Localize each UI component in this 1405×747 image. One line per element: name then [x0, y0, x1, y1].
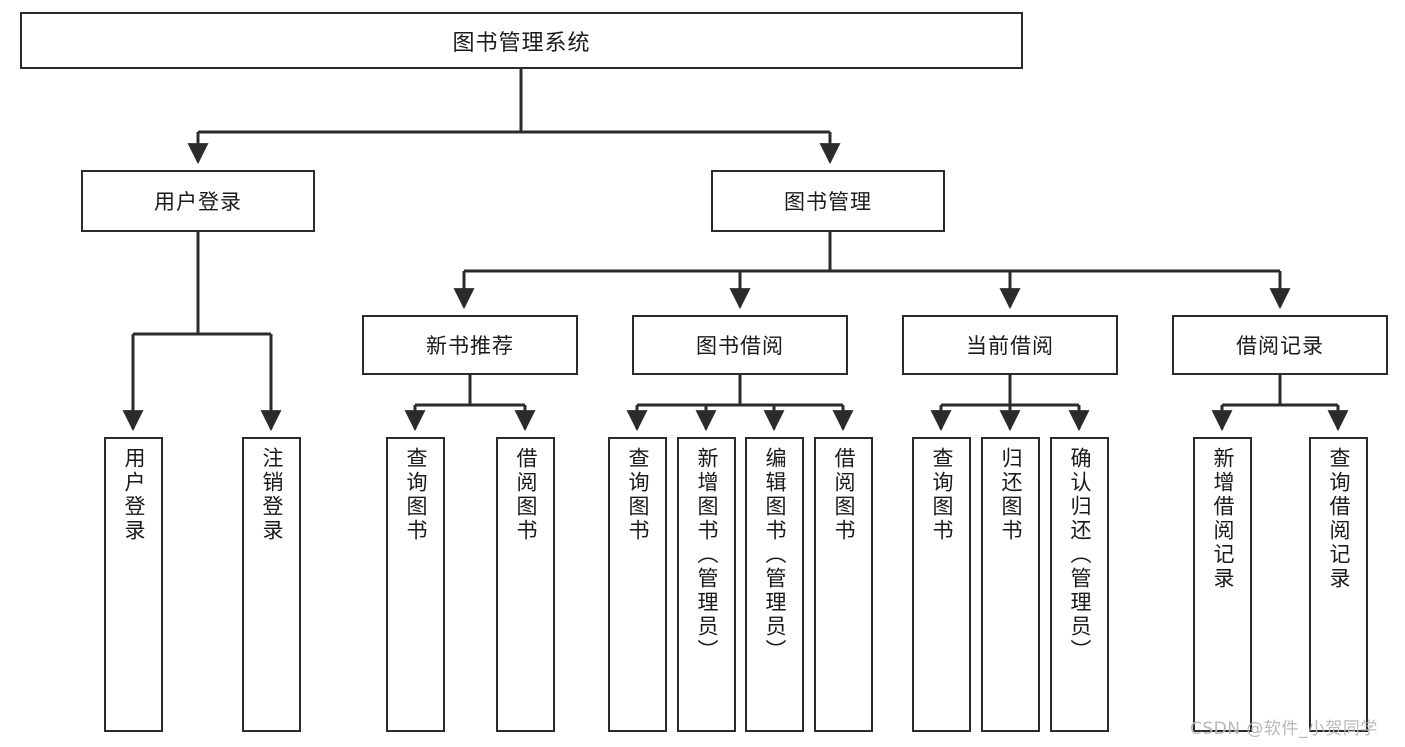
node-leaf-borrow-book-2-label: 借阅图书: [832, 447, 856, 543]
node-book-borrow[interactable]: 图书借阅: [632, 315, 848, 375]
node-new-book-recommend-label: 新书推荐: [426, 334, 514, 358]
node-leaf-query-record-label: 查询借阅记录: [1327, 447, 1351, 591]
node-leaf-borrow-book-2[interactable]: 借阅图书: [814, 437, 873, 732]
node-book-manage-label: 图书管理: [784, 190, 872, 214]
node-leaf-user-logout-label: 注销登录: [260, 447, 284, 543]
node-current-borrow[interactable]: 当前借阅: [902, 315, 1118, 375]
node-leaf-query-book-1[interactable]: 查询图书: [386, 437, 445, 732]
node-leaf-borrow-book-1-label: 借阅图书: [514, 447, 538, 543]
node-leaf-query-book-2-label: 查询图书: [626, 447, 650, 543]
node-leaf-user-login-label: 用户登录: [122, 447, 146, 543]
node-user-login[interactable]: 用户登录: [81, 170, 315, 232]
node-user-login-label: 用户登录: [154, 190, 242, 214]
node-borrow-record[interactable]: 借阅记录: [1172, 315, 1388, 375]
node-leaf-confirm-return-label: 确认归还（管理员）: [1068, 447, 1092, 663]
node-leaf-add-record-label: 新增借阅记录: [1211, 447, 1235, 591]
node-leaf-user-logout[interactable]: 注销登录: [242, 437, 301, 732]
node-leaf-query-book-3[interactable]: 查询图书: [912, 437, 971, 732]
node-leaf-user-login[interactable]: 用户登录: [104, 437, 163, 732]
node-leaf-edit-book-label: 编辑图书（管理员）: [763, 447, 787, 663]
node-leaf-query-book-2[interactable]: 查询图书: [608, 437, 667, 732]
node-current-borrow-label: 当前借阅: [966, 334, 1054, 358]
node-leaf-edit-book[interactable]: 编辑图书（管理员）: [745, 437, 804, 732]
node-leaf-add-book-label: 新增图书（管理员）: [695, 447, 719, 663]
node-leaf-return-book[interactable]: 归还图书: [981, 437, 1040, 732]
node-new-book-recommend[interactable]: 新书推荐: [362, 315, 578, 375]
node-book-manage[interactable]: 图书管理: [711, 170, 945, 232]
node-leaf-return-book-label: 归还图书: [999, 447, 1023, 543]
node-leaf-borrow-book-1[interactable]: 借阅图书: [496, 437, 555, 732]
node-root[interactable]: 图书管理系统: [20, 12, 1023, 69]
watermark-text: CSDN @软件_小贺同学: [1190, 719, 1378, 739]
node-leaf-query-record[interactable]: 查询借阅记录: [1309, 437, 1368, 732]
node-leaf-query-book-3-label: 查询图书: [930, 447, 954, 543]
node-book-borrow-label: 图书借阅: [696, 334, 784, 358]
node-leaf-add-record[interactable]: 新增借阅记录: [1193, 437, 1252, 732]
node-borrow-record-label: 借阅记录: [1236, 334, 1324, 358]
node-leaf-query-book-1-label: 查询图书: [404, 447, 428, 543]
node-root-label: 图书管理系统: [452, 30, 591, 56]
node-leaf-confirm-return[interactable]: 确认归还（管理员）: [1050, 437, 1109, 732]
node-leaf-add-book[interactable]: 新增图书（管理员）: [677, 437, 736, 732]
